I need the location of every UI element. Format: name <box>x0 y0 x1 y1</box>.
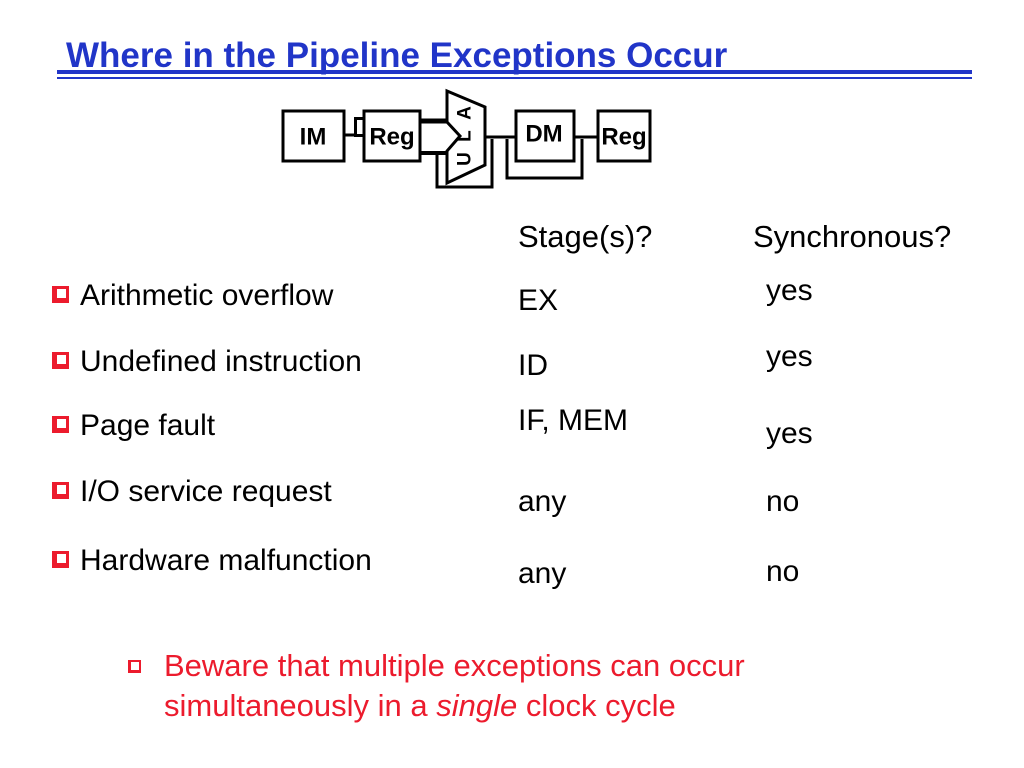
stage-cell: any <box>518 485 567 518</box>
title-underline-thin <box>57 77 972 79</box>
list-item-label: I/O service request <box>80 475 332 508</box>
reg2-box <box>596 109 652 163</box>
warning-note: Beware that multiple exceptions can occu… <box>128 646 884 726</box>
synchronous-cell: yes <box>766 274 813 307</box>
alu-label-letter: A <box>455 106 476 120</box>
square-bullet-icon <box>52 482 69 499</box>
stage-column-header: Stage(s)? <box>518 219 653 254</box>
list-item-hardware-malfunction: Hardware malfunction <box>52 544 372 578</box>
reg1-label: Reg <box>369 124 414 151</box>
square-bullet-icon <box>52 416 69 433</box>
warning-note-line2-pre: simultaneously in a <box>164 688 428 723</box>
title-underline-thick <box>57 70 972 74</box>
list-item-label: Arithmetic overflow <box>80 279 334 312</box>
stage-cell: IF, MEM <box>518 404 628 437</box>
alu-feedback-line <box>435 139 494 189</box>
stage-cell: EX <box>518 284 559 317</box>
square-bullet-icon <box>52 352 69 369</box>
dm-feedback-line <box>505 139 584 180</box>
list-item-arithmetic-overflow: Arithmetic overflow <box>52 279 333 313</box>
alu-shape <box>445 88 487 186</box>
dm-box <box>514 109 576 163</box>
alu-label-letter: L <box>455 130 476 142</box>
square-bullet-icon <box>128 660 141 673</box>
list-item-page-fault: Page fault <box>52 409 215 443</box>
synchronous-column-header: Synchronous? <box>753 219 952 254</box>
list-item-label: Page fault <box>80 409 216 442</box>
list-item-undefined-instruction: Undefined instruction <box>52 345 362 379</box>
synchronous-cell: yes <box>766 340 813 373</box>
reg1-box <box>362 109 422 163</box>
square-bullet-icon <box>52 551 69 568</box>
im-label: IM <box>300 124 327 151</box>
stage-cell: ID <box>518 349 548 382</box>
pipeline-diagram: IM Reg A L U DM Reg <box>281 88 652 189</box>
warning-note-line2-post: clock cycle <box>525 688 676 723</box>
square-bullet-icon <box>52 286 69 303</box>
synchronous-cell: yes <box>766 417 813 450</box>
warning-note-line1: Beware that multiple exceptions can occu… <box>164 648 745 683</box>
synchronous-cell: no <box>766 485 800 518</box>
dm-label: DM <box>525 121 562 148</box>
synchronous-cell: no <box>766 555 800 588</box>
im-box <box>281 109 346 163</box>
list-item-io-service-request: I/O service request <box>52 475 332 509</box>
stage-cell: any <box>518 557 567 590</box>
list-item-label: Undefined instruction <box>80 345 362 378</box>
list-item-label: Hardware malfunction <box>80 544 372 577</box>
warning-note-italic-word: single <box>436 688 518 723</box>
alu-label-letter: U <box>455 152 476 166</box>
reg2-label: Reg <box>601 124 646 151</box>
slide-title: Where in the Pipeline Exceptions Occur <box>66 36 728 75</box>
